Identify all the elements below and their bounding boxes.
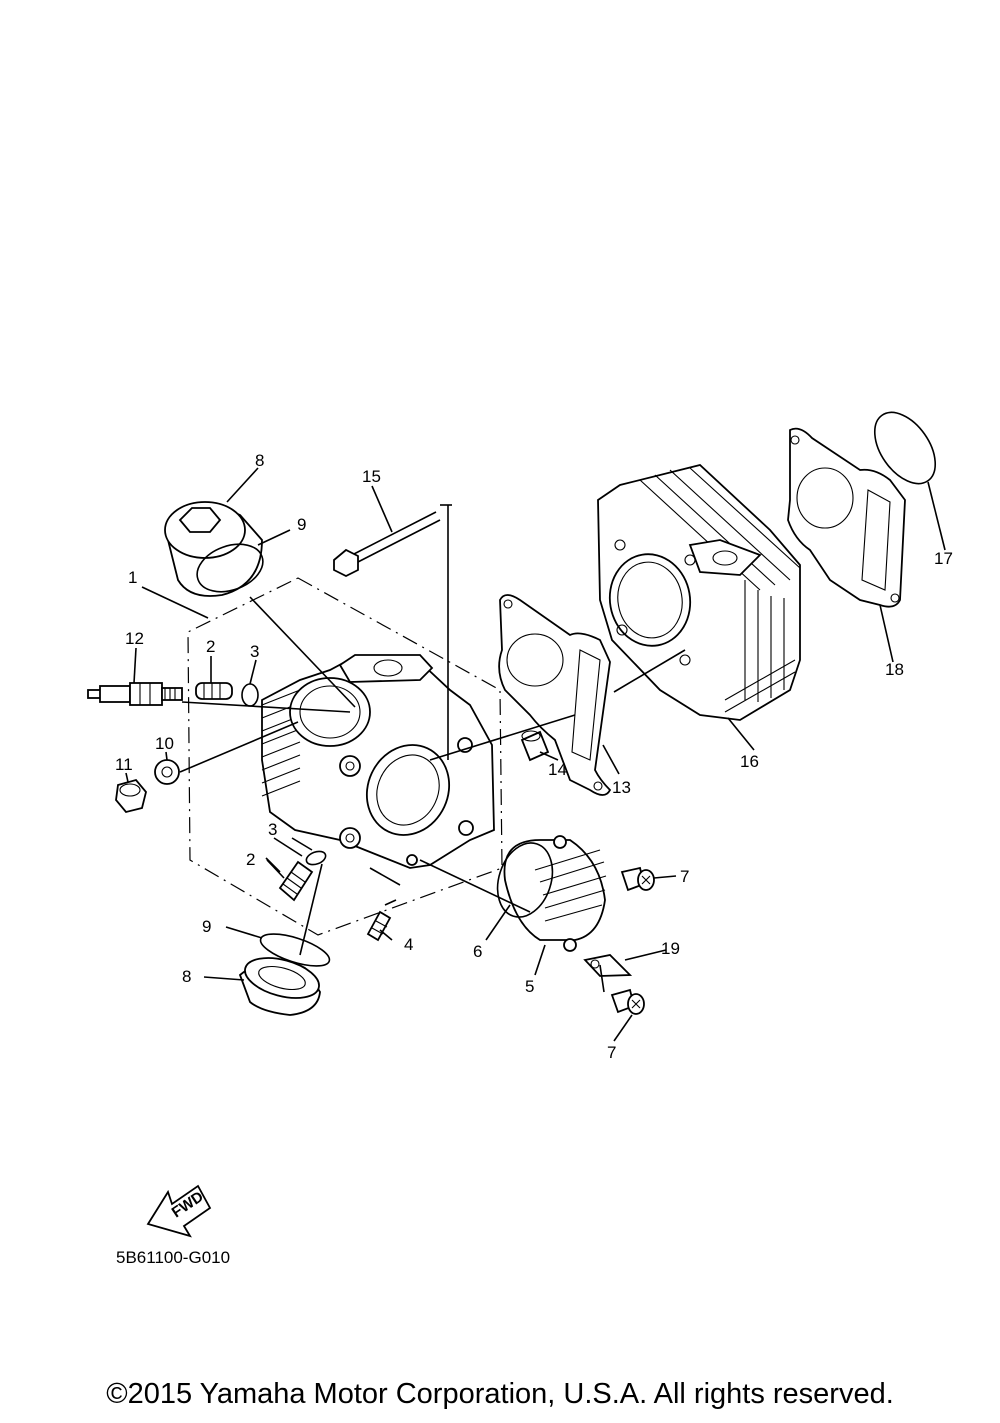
callout-4[interactable]: 4 — [404, 935, 413, 954]
part-11-plug-bolt[interactable] — [115, 778, 147, 814]
callout-16[interactable]: 16 — [740, 752, 759, 771]
callout-9-bottom[interactable]: 9 — [202, 917, 211, 936]
callout-13[interactable]: 13 — [612, 778, 631, 797]
callout-8-top[interactable]: 8 — [255, 451, 264, 470]
part-3-o-ring-top[interactable] — [241, 683, 259, 707]
part-12-spark-plug[interactable] — [87, 682, 183, 706]
callout-3-top[interactable]: 3 — [250, 642, 259, 661]
callout-7-upper[interactable]: 7 — [680, 867, 689, 886]
callout-18[interactable]: 18 — [885, 660, 904, 679]
part-16-cylinder[interactable] — [597, 464, 801, 721]
part-2-valve-adjuster-bottom[interactable] — [278, 860, 314, 902]
part-19-bracket[interactable] — [583, 954, 633, 977]
callout-11[interactable]: 11 — [115, 755, 133, 774]
part-9-o-ring-top[interactable] — [191, 536, 270, 601]
callout-17[interactable]: 17 — [934, 549, 953, 568]
part-17-o-ring-large[interactable] — [862, 401, 947, 494]
part-4-dowel-pin[interactable] — [366, 910, 392, 942]
callout-6[interactable]: 6 — [473, 942, 482, 961]
callout-10[interactable]: 10 — [155, 734, 174, 753]
part-8-valve-cap-top[interactable] — [164, 501, 263, 597]
part-14-dowel[interactable] — [520, 730, 550, 762]
part-18-cylinder-base-gasket[interactable] — [787, 427, 906, 608]
part-1-cylinder-head[interactable] — [261, 654, 495, 869]
callout-14[interactable]: 14 — [548, 760, 567, 779]
callout-8-bottom[interactable]: 8 — [182, 967, 191, 986]
callouts: 8 9 1 12 2 3 10 11 15 3 2 9 8 4 6 5 7 19… — [115, 451, 953, 1062]
callout-3-bottom[interactable]: 3 — [268, 820, 277, 839]
callout-1[interactable]: 1 — [128, 568, 137, 587]
part-8-valve-cap-bottom[interactable] — [238, 951, 323, 1016]
callout-9-top[interactable]: 9 — [297, 515, 306, 534]
assembly-boundary — [187, 577, 503, 936]
part-2-valve-adjuster-top[interactable] — [195, 682, 233, 700]
callout-5[interactable]: 5 — [525, 977, 534, 996]
callout-2-top[interactable]: 2 — [206, 637, 215, 656]
diagram-code: 5B61100-G010 — [116, 1248, 230, 1267]
part-3-o-ring-bottom[interactable] — [305, 849, 328, 867]
part-15-stud-bolt[interactable] — [333, 511, 441, 578]
part-7-screw-upper[interactable] — [620, 866, 655, 892]
part-5-exhaust-cover[interactable] — [503, 835, 607, 952]
callout-19[interactable]: 19 — [661, 939, 680, 958]
part-13-head-gasket[interactable] — [498, 594, 612, 796]
part-10-washer[interactable] — [154, 759, 180, 785]
callout-2-bottom[interactable]: 2 — [246, 850, 255, 869]
part-6-exhaust-gasket[interactable] — [489, 836, 562, 924]
callout-15[interactable]: 15 — [362, 467, 381, 486]
leader-lines — [125, 467, 946, 1042]
callout-12[interactable]: 12 — [125, 629, 144, 648]
copyright-notice: ©2015 Yamaha Motor Corporation, U.S.A. A… — [106, 1378, 894, 1410]
forward-direction-arrow: FWD — [146, 1184, 212, 1238]
callout-7-lower[interactable]: 7 — [607, 1043, 616, 1062]
part-7-screw-lower[interactable] — [610, 988, 645, 1015]
